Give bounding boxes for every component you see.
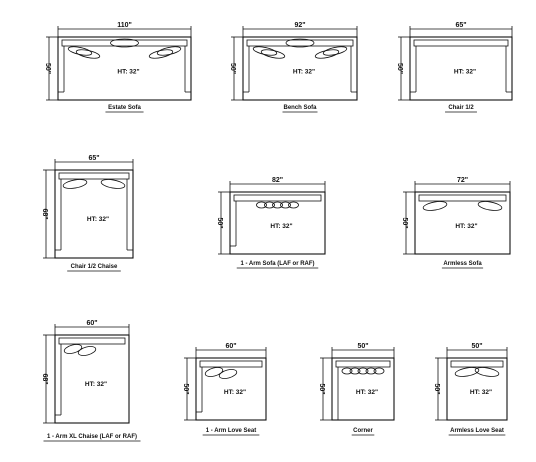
roll-pillow — [272, 201, 283, 209]
piece-one-arm: HT: 32" 82" 50" 1 - Arm Sofa (LAF or RAF) — [216, 177, 326, 269]
back-rail — [335, 360, 391, 368]
width-dimension: 82" — [272, 177, 283, 184]
piece-outline — [195, 357, 267, 421]
height-label: HT: 32" — [293, 69, 315, 76]
height-label: HT: 32" — [356, 389, 378, 396]
piece-caption: Estate Sofa — [108, 105, 141, 111]
piece-caption: 1 - Arm Sofa (LAF or RAF) — [240, 261, 314, 267]
pillow — [422, 201, 448, 211]
back-rail — [413, 39, 509, 47]
piece-armless-love: HT: 32" 50" 50" Armless Love Seat — [433, 343, 508, 436]
pillow — [477, 201, 503, 211]
piece-outline — [409, 36, 513, 101]
depth-dimension: 68" — [41, 373, 48, 384]
pillow — [454, 367, 480, 377]
depth-dimension: 50" — [216, 217, 223, 228]
piece-loveseat: HT: 32" 60" 50" 1 - Arm Love Seat — [182, 343, 267, 436]
piece-caption: Bench Sofa — [283, 105, 317, 111]
height-label: HT: 32" — [117, 69, 139, 76]
piece-xl-chaise: HT: 32" 60" 68" 1 - Arm XL Chaise (LAF or R… — [41, 320, 141, 442]
back-rail — [418, 194, 507, 202]
width-dimension: 60" — [225, 343, 236, 350]
piece-chaise: HT: 32" 65" 68" Chair 1/2 Chaise — [41, 155, 134, 272]
height-label: HT: 32" — [87, 216, 109, 223]
depth-dimension: 50" — [44, 63, 51, 74]
piece-caption: 1 - Arm Love Seat — [206, 428, 256, 434]
roll-pillow — [280, 201, 291, 209]
pillow — [314, 49, 340, 59]
piece-outline — [229, 191, 326, 255]
back-rail — [61, 39, 188, 47]
piece-caption: 1 - Arm XL Chaise (LAF or RAF) — [47, 434, 137, 440]
height-label: HT: 32" — [455, 223, 477, 230]
pillow — [63, 344, 83, 354]
width-dimension: 60" — [86, 320, 97, 327]
depth-dimension: 50" — [396, 63, 403, 74]
depth-dimension: 50" — [401, 217, 408, 228]
roll-pillow — [373, 367, 385, 375]
piece-outline — [242, 36, 358, 101]
piece-sofa: HT: 32" 92" 50" Bench Sofa — [229, 22, 358, 113]
pillow — [204, 367, 224, 377]
pillow — [62, 179, 88, 189]
width-dimension: 110" — [117, 22, 132, 29]
roll-pillow — [357, 367, 369, 375]
pillow — [110, 38, 139, 48]
back-rail — [58, 172, 130, 180]
roll-pillow — [341, 367, 353, 375]
piece-caption: Armless Love Seat — [450, 428, 504, 434]
piece-chair: HT: 32" 65" 50" Chair 1/2 — [396, 22, 513, 113]
depth-dimension: 50" — [433, 383, 440, 394]
width-dimension: 50" — [357, 343, 368, 350]
pillow — [285, 38, 315, 48]
piece-caption: Corner — [353, 428, 373, 434]
piece-outline — [57, 36, 192, 101]
roll-pillow — [264, 201, 275, 209]
width-dimension: 65" — [88, 155, 99, 162]
piece-caption: Armless Sofa — [443, 261, 482, 267]
depth-dimension: 50" — [318, 383, 325, 394]
back-rail — [233, 194, 322, 202]
pillow — [100, 179, 126, 189]
piece-caption: Chair 1/2 — [448, 105, 474, 111]
piece-caption: Chair 1/2 Chaise — [71, 264, 118, 270]
width-dimension: 50" — [471, 343, 482, 350]
width-dimension: 72" — [457, 177, 468, 184]
depth-dimension: 50" — [229, 63, 236, 74]
piece-outline — [54, 334, 130, 424]
piece-sofa: HT: 32" 110" 50" Estate Sofa — [44, 22, 192, 113]
roll-pillow — [365, 367, 377, 375]
height-label: HT: 32" — [85, 381, 107, 388]
roll-pillow — [288, 201, 299, 209]
roll-pillow — [256, 201, 267, 209]
depth-dimension: 68" — [41, 208, 48, 219]
pillow — [148, 49, 174, 59]
width-dimension: 92" — [294, 22, 305, 29]
pillow — [77, 346, 97, 356]
piece-outline — [446, 357, 508, 421]
back-rail — [199, 360, 263, 368]
width-dimension: 65" — [455, 22, 466, 29]
height-label: HT: 32" — [470, 389, 492, 396]
height-label: HT: 32" — [454, 69, 476, 76]
depth-dimension: 50" — [182, 383, 189, 394]
pillow — [75, 49, 101, 59]
back-rail — [450, 360, 504, 368]
height-label: HT: 32" — [224, 389, 246, 396]
height-label: HT: 32" — [270, 223, 292, 230]
pillow — [218, 369, 238, 379]
roll-pillow — [349, 367, 361, 375]
pillow — [260, 49, 286, 59]
piece-outline — [331, 357, 395, 421]
piece-corner: HT: 32" 50" 50" Corner — [318, 343, 395, 436]
piece-outline — [414, 191, 511, 255]
piece-armless: HT: 32" 72" 50" Armless Sofa — [401, 177, 511, 269]
piece-outline — [54, 169, 134, 259]
back-rail — [58, 337, 126, 345]
pillow — [474, 367, 500, 377]
back-rail — [246, 39, 354, 47]
